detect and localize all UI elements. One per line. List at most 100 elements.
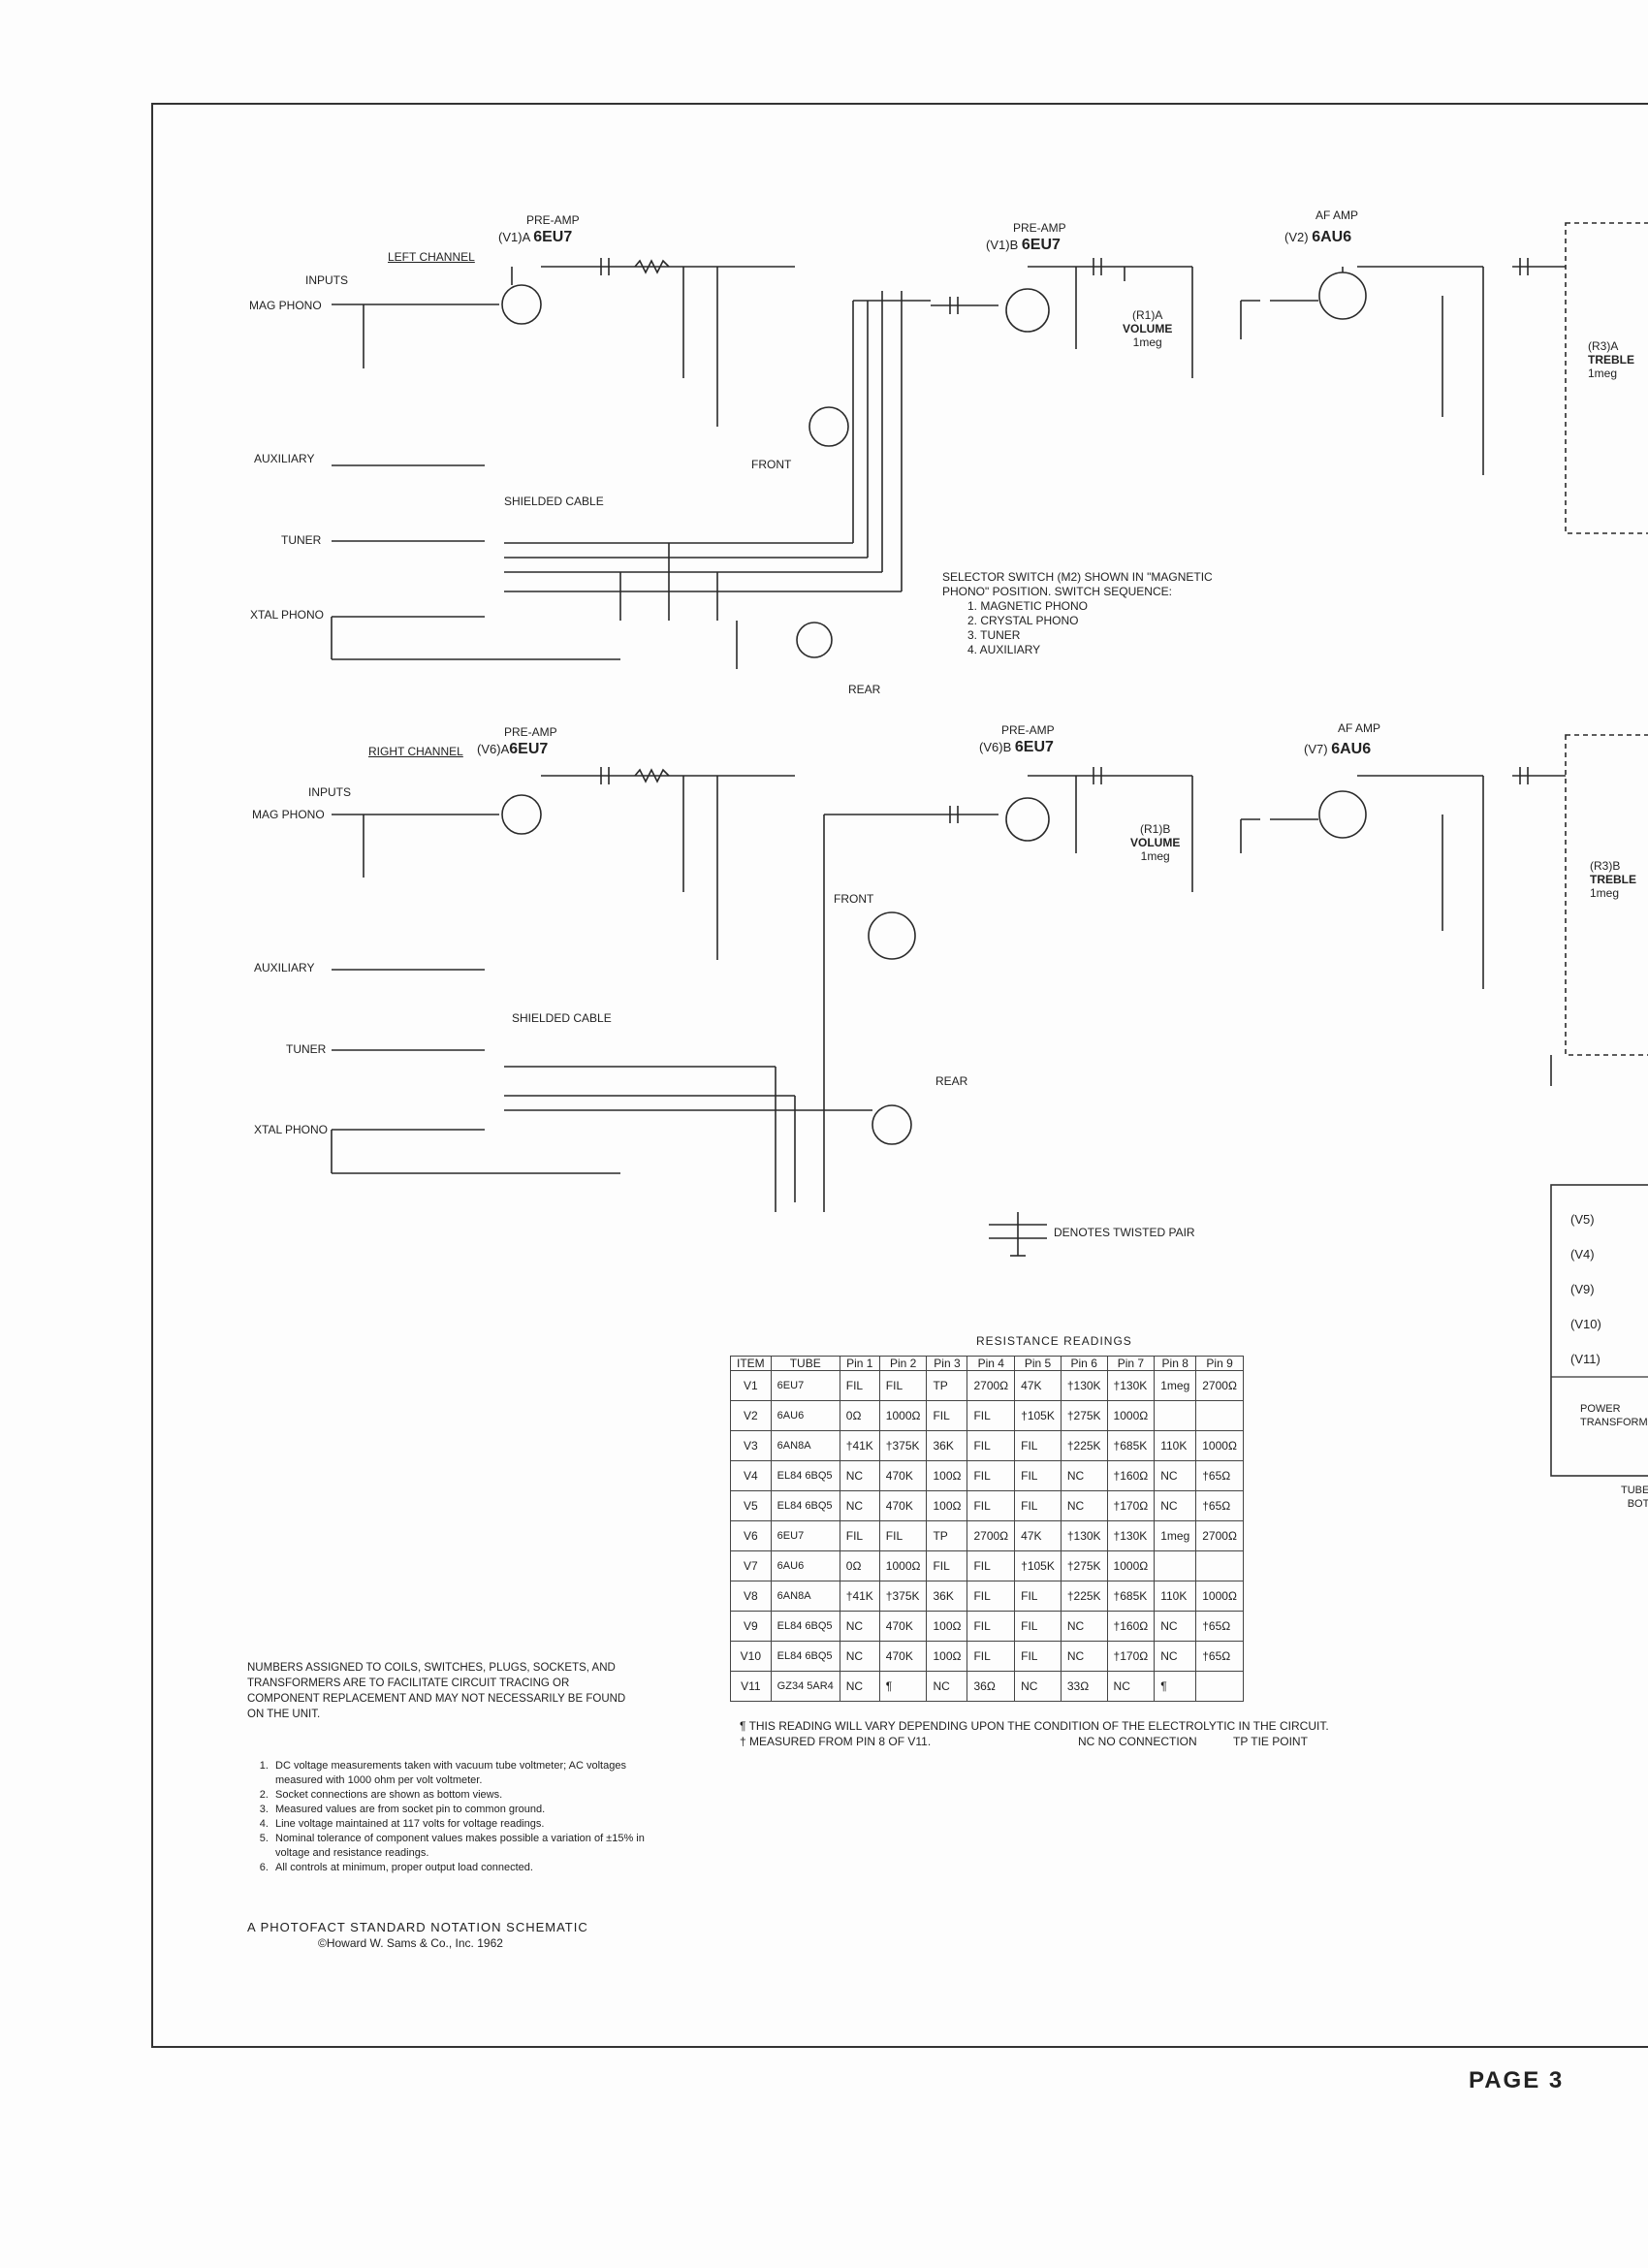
left-input-tuner: TUNER <box>281 533 322 547</box>
resistance-cell <box>1195 1550 1244 1581</box>
power-transformer-label: POWER TRANSFORM <box>1580 1402 1648 1429</box>
resistance-cell: TP <box>926 1370 968 1401</box>
resistance-cell: NC <box>1154 1611 1197 1642</box>
resistance-cell: †105K <box>1014 1400 1062 1431</box>
resistance-header-cell: Pin 2 <box>878 1356 928 1371</box>
resistance-cell: 100Ω <box>926 1490 968 1521</box>
right-input-tuner: TUNER <box>286 1042 327 1056</box>
resistance-cell: †65Ω <box>1195 1611 1244 1642</box>
resistance-cell: EL84 6BQ5 <box>770 1641 840 1672</box>
resistance-cell: 6EU7 <box>770 1520 840 1551</box>
resistance-cell: FIL <box>1014 1641 1062 1672</box>
resistance-cell: 110K <box>1154 1581 1197 1612</box>
right-input-xtal-phono: XTAL PHONO <box>254 1123 329 1136</box>
resistance-header-cell: ITEM <box>730 1356 772 1371</box>
resistance-cell: NC <box>1154 1460 1197 1491</box>
resistance-cell: 100Ω <box>926 1460 968 1491</box>
left-channel-label: LEFT CHANNEL <box>388 250 475 264</box>
tube-label: TUBE <box>1621 1485 1648 1496</box>
resistance-cell: †41K <box>839 1430 880 1461</box>
v1b-ref: (V1)B 6EU7 <box>986 237 1061 253</box>
resistance-cell: NC <box>1154 1490 1197 1521</box>
resistance-cell: ¶ <box>1154 1671 1197 1702</box>
resistance-cell: †65Ω <box>1195 1641 1244 1672</box>
resistance-cell: FIL <box>967 1400 1016 1431</box>
resistance-header-cell: Pin 5 <box>1014 1356 1062 1371</box>
resistance-cell: V5 <box>730 1490 772 1521</box>
selector-note-line: SELECTOR SWITCH (M2) SHOWN IN "MAGNETIC <box>942 570 1213 584</box>
resistance-cell: †130K <box>1060 1520 1108 1551</box>
note-item: All controls at minimum, proper output l… <box>271 1861 659 1875</box>
resistance-cell: †685K <box>1106 1581 1156 1612</box>
resistance-cell: †375K <box>878 1430 928 1461</box>
resistance-cell: V7 <box>730 1550 772 1581</box>
resistance-header-cell: Pin 8 <box>1154 1356 1197 1371</box>
footnote-nc: NC NO CONNECTION <box>1078 1735 1197 1748</box>
resistance-cell: FIL <box>967 1611 1016 1642</box>
note-item: Line voltage maintained at 117 volts for… <box>271 1817 659 1832</box>
page-frame <box>151 103 1648 2048</box>
resistance-cell: FIL <box>967 1430 1016 1461</box>
resistance-cell: NC <box>1060 1460 1108 1491</box>
resistance-cell: FIL <box>1014 1490 1062 1521</box>
resistance-cell: TP <box>926 1520 968 1551</box>
v1a-ref: (V1)A 6EU7 <box>498 229 573 245</box>
resistance-cell: 33Ω <box>1060 1671 1108 1702</box>
resistance-cell: 36K <box>926 1581 968 1612</box>
resistance-cell: FIL <box>926 1400 968 1431</box>
v2-ref: (V2) 6AU6 <box>1284 229 1352 245</box>
resistance-cell: FIL <box>878 1370 928 1401</box>
resistance-cell: †275K <box>1060 1400 1108 1431</box>
v1a-title: PRE-AMP <box>526 213 580 227</box>
resistance-cell: FIL <box>1014 1430 1062 1461</box>
resistance-cell: NC <box>1154 1641 1197 1672</box>
resistance-cell: NC <box>1060 1490 1108 1521</box>
left-shielded-cable: SHIELDED CABLE <box>504 495 604 508</box>
resistance-cell: 470K <box>878 1490 928 1521</box>
v6a-title: PRE-AMP <box>504 725 557 739</box>
v7-ref: (V7) 6AU6 <box>1304 741 1372 757</box>
twisted-pair-legend: DENOTES TWISTED PAIR <box>1054 1226 1195 1239</box>
resistance-cell: †41K <box>839 1581 880 1612</box>
resistance-cell: 470K <box>878 1460 928 1491</box>
left-channel-wiring <box>331 222 1648 669</box>
resistance-cell <box>1195 1400 1244 1431</box>
resistance-cell: 1000Ω <box>878 1550 928 1581</box>
resistance-cell: 47K <box>1014 1520 1062 1551</box>
note-item: Measured values are from socket pin to c… <box>271 1803 659 1817</box>
left-input-xtal-phono: XTAL PHONO <box>250 608 325 622</box>
resistance-cell: †170Ω <box>1106 1490 1156 1521</box>
selector-note-line: 4. AUXILIARY <box>967 643 1041 656</box>
resistance-cell: V8 <box>730 1581 772 1612</box>
v1b-title: PRE-AMP <box>1013 221 1066 235</box>
left-switch-rear: REAR <box>848 683 881 696</box>
v6b-title: PRE-AMP <box>1001 723 1055 737</box>
left-switch-front: FRONT <box>751 458 792 471</box>
resistance-cell: FIL <box>967 1581 1016 1612</box>
resistance-cell: 1meg <box>1154 1370 1197 1401</box>
left-input-mag-phono: MAG PHONO <box>249 299 322 312</box>
resistance-cell: FIL <box>1014 1581 1062 1612</box>
note-item: Socket connections are shown as bottom v… <box>271 1788 659 1803</box>
resistance-header-cell: TUBE <box>770 1356 840 1371</box>
right-inputs-label: INPUTS <box>308 785 352 799</box>
resistance-cell: 6AN8A <box>770 1430 840 1461</box>
selector-note-line: PHONO" POSITION. SWITCH SEQUENCE: <box>942 585 1172 598</box>
selector-note-line: 2. CRYSTAL PHONO <box>967 614 1079 627</box>
resistance-cell: V1 <box>730 1370 772 1401</box>
resistance-cell: †105K <box>1014 1550 1062 1581</box>
resistance-cell: FIL <box>967 1490 1016 1521</box>
resistance-cell: V3 <box>730 1430 772 1461</box>
resistance-cell: 0Ω <box>839 1550 880 1581</box>
resistance-cell: ¶ <box>878 1671 928 1702</box>
tube-ref: (V10) <box>1570 1317 1601 1331</box>
resistance-cell: †225K <box>1060 1430 1108 1461</box>
right-channel-label: RIGHT CHANNEL <box>368 745 463 758</box>
resistance-header-cell: Pin 3 <box>926 1356 968 1371</box>
resistance-cell: 36K <box>926 1430 968 1461</box>
